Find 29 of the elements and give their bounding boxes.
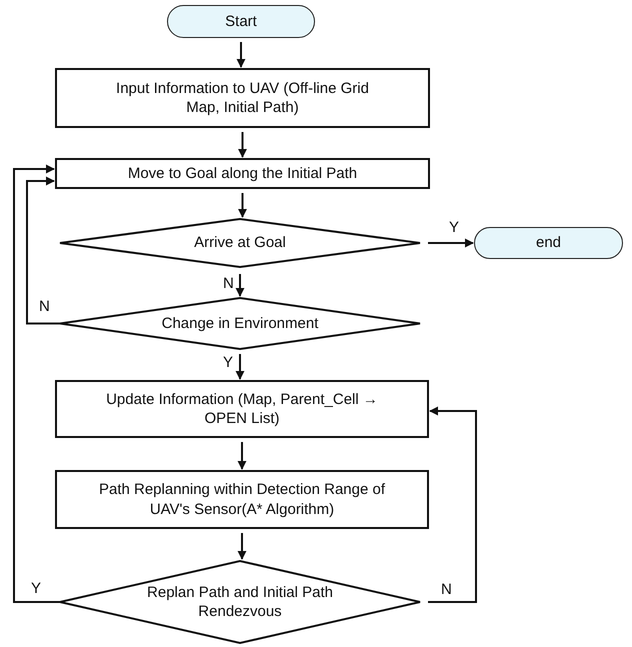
arrow xyxy=(236,354,244,380)
process-box xyxy=(55,470,429,529)
arrow xyxy=(238,442,246,470)
node-label: Replan Path and Initial Path Rendezvous xyxy=(146,582,334,622)
node-label: Move to Goal along the Initial Path xyxy=(126,164,358,184)
arrow xyxy=(26,176,60,324)
decision-diamond xyxy=(60,560,420,644)
arrow xyxy=(238,193,247,218)
arrow xyxy=(428,406,477,603)
process-box xyxy=(55,68,430,128)
node-label: Arrive at Goal xyxy=(193,233,287,253)
node-label: Change in Environment xyxy=(160,314,320,334)
node-label: Update Information (Map, Parent_Cell → OPEN List) xyxy=(105,390,379,428)
node-label: Input Information to UAV (Off-line Grid Map, Initial Path) xyxy=(115,78,370,118)
terminal-pill xyxy=(167,5,315,38)
node-label: end xyxy=(534,233,562,253)
arrow xyxy=(236,274,244,297)
arrow xyxy=(428,238,474,248)
decision-diamond xyxy=(60,218,420,268)
arrow xyxy=(238,132,247,158)
process-box xyxy=(55,158,430,189)
terminal-pill xyxy=(474,227,623,259)
decision-diamond xyxy=(60,297,420,350)
arrow xyxy=(238,533,246,560)
arrow xyxy=(13,164,60,603)
arrow xyxy=(236,42,246,68)
node-label: Start xyxy=(224,12,258,32)
node-label: Path Replanning within Detection Range of UAV's Sensor(A* Algorithm) xyxy=(98,480,386,519)
process-box xyxy=(55,380,429,438)
